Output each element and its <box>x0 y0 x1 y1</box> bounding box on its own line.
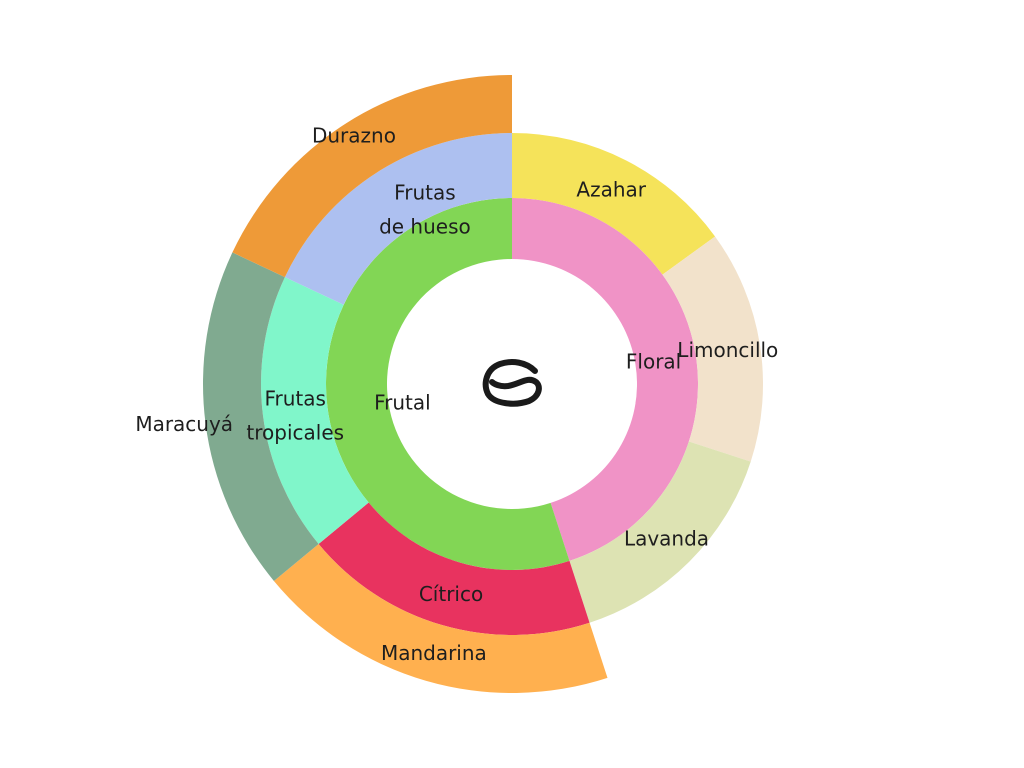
label-mandarina: Mandarina <box>381 641 487 665</box>
segment-hueso[interactable] <box>284 133 512 305</box>
label-durazno: Durazno <box>312 124 396 148</box>
segment-mandarina[interactable] <box>273 543 608 693</box>
label-citrico: Cítrico <box>419 582 483 606</box>
logo-g-icon <box>482 359 542 407</box>
segment-limoncillo[interactable] <box>662 236 763 462</box>
segment-azahar[interactable] <box>512 133 716 275</box>
segment-tropicales[interactable] <box>261 277 369 544</box>
segment-lavanda[interactable] <box>569 441 751 623</box>
segment-maracuya[interactable] <box>202 252 319 581</box>
segment-durazno[interactable] <box>232 75 512 278</box>
label-limoncillo: Limoncillo <box>677 338 778 362</box>
segment-floral[interactable] <box>512 198 698 561</box>
segment-frutal[interactable] <box>325 198 570 570</box>
label-azahar: Azahar <box>576 177 646 201</box>
label-lavanda: Lavanda <box>624 527 709 551</box>
segment-citrico[interactable] <box>318 502 590 636</box>
label-floral: Floral <box>626 350 681 374</box>
label-frutal: Frutal <box>374 390 431 414</box>
label-maracuya: Maracuyá <box>135 412 233 436</box>
